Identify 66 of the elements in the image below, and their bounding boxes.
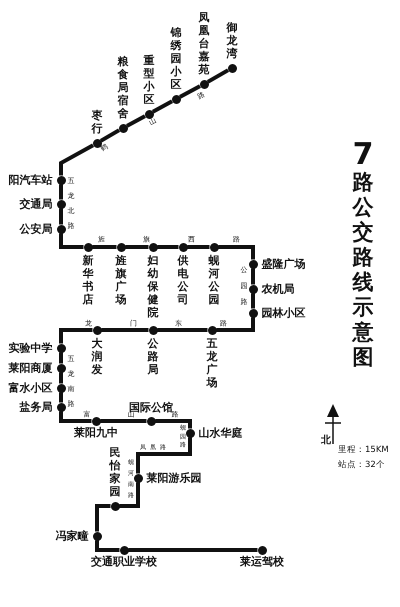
route-line [179,84,201,99]
route-line [188,245,210,249]
route-line [216,318,255,332]
route-line [218,245,255,260]
station-name: 公安局 [20,224,52,234]
station-name: 山水华庭 [198,428,242,438]
route-line [126,114,146,128]
station-name: 新华书店 [82,254,94,306]
route-line [59,392,63,402]
station-name: 民怡家园 [109,446,121,498]
station-name: 交通局 [20,198,52,210]
station-name: 盛隆广场 [262,258,306,270]
station-name: 国际公馆 [129,402,173,412]
route-line [102,328,148,332]
route-line [59,143,94,176]
route-line [59,208,63,224]
info-text: 里程：15KM [338,446,389,454]
route-line [59,372,63,384]
station-name: 阳汽车站 [8,174,52,186]
station-name: 莱阳游乐园 [146,472,202,484]
route-line [95,504,110,532]
station-name: 五龙广场 [206,336,218,388]
station-name: 交通职业学校 [91,556,157,566]
route-line [95,540,120,552]
station-name: 莱运驾校 [240,556,284,566]
route-line [158,245,178,249]
route-line [158,328,208,332]
station-name: 盐务局 [20,402,52,412]
route-line [100,419,146,423]
station-name: 农机局 [262,284,294,294]
station-name: 旌旗广场 [115,254,127,306]
route-line [59,328,92,344]
station-name: 冯家疃 [56,530,88,542]
info-text: 站点：32个 [338,461,385,470]
station-name: 大润发 [91,336,103,376]
route-line [251,268,255,284]
map-title: 7路公交路线示意图 [350,142,374,370]
station-name: 莱阳九中 [74,426,118,438]
station-name: 园林小区 [262,308,306,318]
station-name: 莱阳商厦 [8,362,52,374]
station-name: 妇幼保健院 [147,254,159,318]
route-line [59,184,63,200]
station-name: 锦绣园小区 [170,26,182,90]
route-line [126,245,148,249]
route-line [59,352,63,364]
route-line [156,419,192,428]
route-line [59,412,92,423]
station-name: 供电公司 [177,254,189,306]
route-line [128,548,258,552]
route-line [206,68,230,84]
station-name: 凤凰台嘉苑 [198,10,210,76]
station-name: 蚬河公园 [208,254,220,306]
route-line [152,99,174,114]
route-line [92,245,116,249]
route-line [59,234,84,249]
station-name: 公路局 [147,336,159,376]
route-line [136,438,192,474]
route-line [100,128,120,143]
station-name: 枣行 [91,108,102,134]
route-line [120,482,140,508]
station-name: 富水小区 [8,382,52,394]
compass-label: 北 [321,436,331,446]
station-name: 粮食局宿舍 [117,54,129,120]
route-line [251,294,255,308]
station-name: 实验中学 [8,342,52,354]
station-name: 御龙湾 [226,20,238,60]
